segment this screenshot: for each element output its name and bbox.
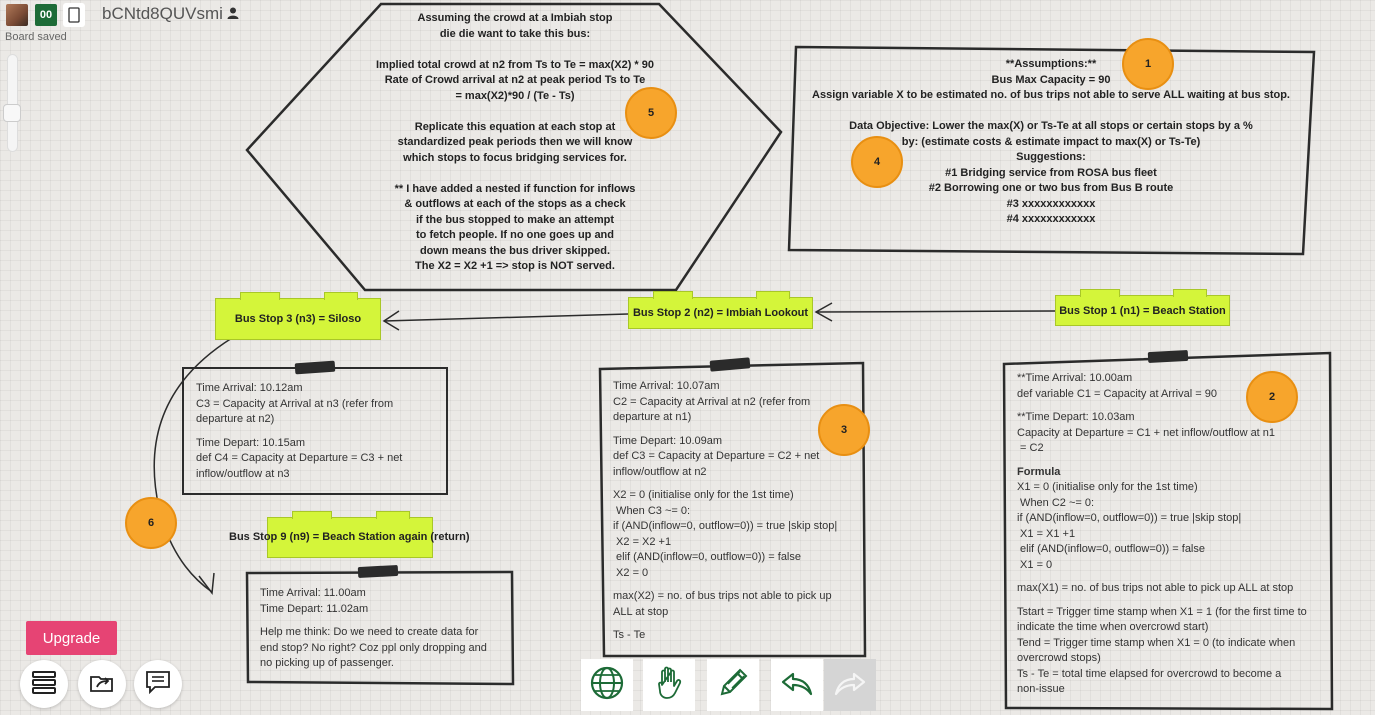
marker-circle-4[interactable]: 4 (851, 136, 903, 188)
save-status: Board saved (5, 31, 67, 43)
marker-circle-1[interactable]: 1 (1122, 38, 1174, 90)
tag-bus-stop-9[interactable] (267, 511, 433, 558)
marker-circle-2[interactable]: 2 (1246, 371, 1298, 423)
page-icon[interactable] (63, 3, 85, 27)
marker-circle-5[interactable]: 5 (625, 87, 677, 139)
hand-tool-button[interactable] (643, 659, 695, 711)
globe-icon (590, 666, 624, 705)
tag-bus-stop-9-text: Bus Stop 9 (n9) = Beach Station again (r… (229, 531, 470, 543)
globe-tool-button[interactable] (581, 659, 633, 711)
hexagon-shape (245, 2, 783, 292)
pencil-tool-button[interactable] (707, 659, 759, 711)
chat-icon (145, 670, 171, 699)
marker-circle-3[interactable]: 3 (818, 404, 870, 456)
redo-icon (833, 669, 867, 702)
tag-bus-stop-1[interactable]: Bus Stop 1 (n1) = Beach Station (1055, 289, 1230, 326)
user-icon[interactable] (226, 6, 240, 25)
stop2-note-box[interactable] (597, 359, 869, 661)
stop1-note-box[interactable] (1000, 350, 1336, 712)
undo-icon (780, 669, 814, 702)
marker-circle-6[interactable]: 6 (125, 497, 177, 549)
stop9-tape (357, 564, 399, 579)
tag-bus-stop-2[interactable]: Bus Stop 2 (n2) = Imbiah Lookout (628, 291, 813, 329)
zoom-slider[interactable] (7, 54, 18, 152)
stop9-note-box[interactable] (244, 569, 516, 687)
zoom-slider-handle[interactable] (3, 104, 21, 122)
export-button[interactable] (78, 660, 126, 708)
export-icon (89, 671, 115, 698)
stop1-tape (1147, 349, 1189, 364)
menu-icon (31, 670, 57, 699)
tag-bus-stop-3[interactable]: Bus Stop 3 (n3) = Siloso (215, 292, 381, 340)
online-users-badge[interactable]: 00 (35, 4, 57, 26)
undo-button[interactable] (771, 659, 823, 711)
pencil-icon (716, 666, 750, 705)
menu-button[interactable] (20, 660, 68, 708)
hand-icon (653, 665, 685, 706)
board-title[interactable]: bCNtd8QUVsmi (102, 4, 223, 23)
arrow-stop2-to-stop3 (382, 310, 629, 331)
arrow-stop3-to-stop9 (153, 337, 233, 595)
upgrade-button[interactable]: Upgrade (26, 621, 117, 655)
chat-button[interactable] (134, 660, 182, 708)
user-avatar[interactable] (6, 4, 28, 26)
redo-button[interactable] (824, 659, 876, 711)
arrow-stop1-to-stop2 (814, 302, 1056, 322)
